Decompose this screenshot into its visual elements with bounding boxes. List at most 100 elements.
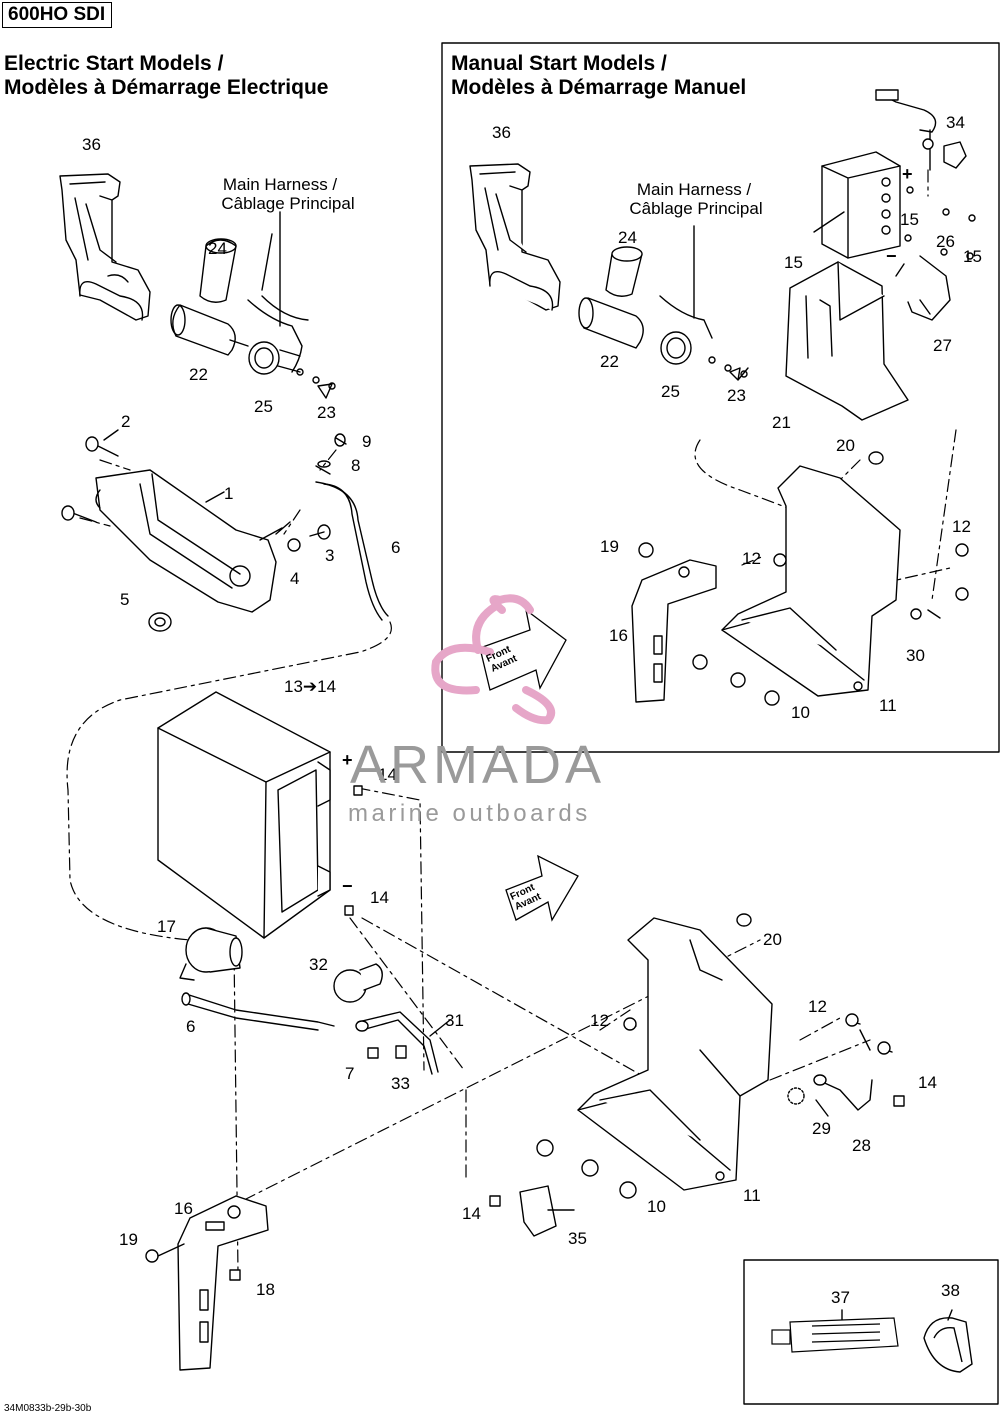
callout-12-manual-a: 12 — [952, 517, 971, 536]
washer-29 — [787, 1087, 805, 1105]
cap-34 — [943, 141, 967, 169]
plus-symbol-manual: + — [902, 164, 913, 184]
bracket-16-manual — [631, 559, 717, 703]
callout-23-manual: 23 — [727, 386, 746, 405]
callout-13: 13➔14 — [284, 677, 337, 696]
callout-14-plus: 14 — [378, 765, 397, 784]
battery-box-21 — [785, 261, 909, 421]
armada-logo-mark — [431, 594, 556, 725]
sleeve-24-manual — [605, 246, 643, 297]
tube-37 — [771, 1317, 899, 1353]
callout-24-electric: 24 — [208, 239, 227, 258]
nut-14-minus — [344, 905, 354, 916]
minus-symbol-electric: − — [342, 876, 353, 896]
callout-33: 33 — [391, 1074, 410, 1093]
callout-17: 17 — [157, 917, 176, 936]
callout-31: 31 — [445, 1011, 464, 1030]
drawing-code: 34M0833b-29b-30b — [4, 1403, 92, 1414]
clamp-25-electric — [248, 341, 336, 390]
callout-16-manual: 16 — [609, 626, 628, 645]
nuts-10-electric — [536, 1139, 637, 1199]
harness-electric — [247, 211, 309, 373]
callout-5: 5 — [120, 590, 130, 609]
callout-19-electric: 19 — [119, 1230, 138, 1249]
callout-15-term: 15 — [900, 210, 919, 229]
callout-22-electric: 22 — [189, 365, 208, 384]
callout-14-boot: 14 — [462, 1204, 481, 1223]
ground-cable-28 — [817, 1079, 873, 1111]
nut-20-electric — [736, 913, 752, 927]
callout-18: 18 — [256, 1280, 275, 1299]
tray-11-manual — [721, 465, 901, 697]
manual-title-fr: Modèles à Démarrage Manuel — [451, 76, 747, 99]
harness-label-manual-en: Main Harness / — [636, 180, 752, 199]
callout-29: 29 — [812, 1119, 831, 1138]
callout-24-manual: 24 — [618, 228, 637, 247]
callout-19-manual: 19 — [600, 537, 619, 556]
callout-20-manual: 20 — [836, 436, 855, 455]
cable-27 — [907, 255, 951, 321]
manual-start-frame — [441, 42, 1000, 753]
harness-label-manual-fr: Câblage Principal — [629, 199, 763, 218]
callout-28: 28 — [852, 1136, 871, 1155]
seal-38 — [923, 1317, 973, 1373]
callout-12-electric-a: 12 — [590, 1011, 609, 1030]
callout-37: 37 — [831, 1288, 850, 1307]
callout-35: 35 — [568, 1229, 587, 1248]
callout-20-electric: 20 — [763, 930, 782, 949]
callout-7: 7 — [345, 1064, 355, 1083]
watermark-subtitle: marine outboards — [348, 800, 591, 827]
harness-label-electric-fr: Câblage Principal — [221, 194, 355, 213]
callout-15-battery: 15 — [784, 253, 803, 272]
callout-23-electric: 23 — [317, 403, 336, 422]
callout-1: 1 — [224, 484, 234, 503]
callout-14-ground: 14 — [918, 1073, 937, 1092]
callout-26: 26 — [936, 232, 955, 251]
callout-34: 34 — [946, 113, 965, 132]
callout-6-top: 6 — [391, 538, 401, 557]
callout-25-manual: 25 — [661, 382, 680, 401]
callout-2: 2 — [121, 412, 131, 431]
callout-9: 9 — [362, 432, 372, 451]
bracket-16-electric — [177, 1195, 269, 1371]
callout-30: 30 — [906, 646, 925, 665]
front-arrow-lower — [505, 854, 579, 922]
minus-symbol-manual: − — [886, 246, 897, 266]
callout-15-screw: 15 — [963, 247, 982, 266]
bracket-36-electric — [59, 173, 151, 321]
bracket-36-manual — [469, 163, 561, 311]
boot-35 — [519, 1185, 557, 1237]
capacitor-22-manual — [578, 297, 644, 349]
callout-21: 21 — [772, 413, 791, 432]
callout-12-manual-b: 12 — [742, 549, 761, 568]
callout-14-minus: 14 — [370, 888, 389, 907]
callout-22-manual: 22 — [600, 352, 619, 371]
callout-11-manual: 11 — [879, 696, 897, 715]
solenoid-17 — [179, 927, 243, 981]
front-arrow-upper — [479, 608, 567, 691]
callout-38: 38 — [941, 1281, 960, 1300]
watermark-name: ARMADA — [350, 735, 606, 795]
harness-manual — [659, 225, 713, 339]
harness-label-electric-en: Main Harness / — [222, 175, 338, 194]
electric-title-fr: Modèles à Démarrage Electrique — [4, 76, 329, 99]
cable-6-top — [315, 481, 389, 617]
cable-31 — [357, 1011, 439, 1075]
callout-10-electric: 10 — [647, 1197, 666, 1216]
callout-32: 32 — [309, 955, 328, 974]
plus-symbol-electric: + — [342, 750, 353, 770]
capacitor-22-electric — [170, 304, 249, 356]
accessories-box — [743, 1259, 999, 1405]
tray-11-electric — [577, 917, 773, 1191]
manual-title-en: Manual Start Models / — [451, 52, 667, 75]
battery-13 — [157, 691, 331, 939]
cable-6-lower — [185, 993, 335, 1031]
callout-8: 8 — [351, 456, 361, 475]
callout-36-manual: 36 — [492, 123, 511, 142]
callout-16-electric: 16 — [174, 1199, 193, 1218]
starter-motor-1 — [95, 469, 291, 613]
callout-10-manual: 10 — [791, 703, 810, 722]
callout-3: 3 — [325, 546, 335, 565]
callout-25-electric: 25 — [254, 397, 273, 416]
